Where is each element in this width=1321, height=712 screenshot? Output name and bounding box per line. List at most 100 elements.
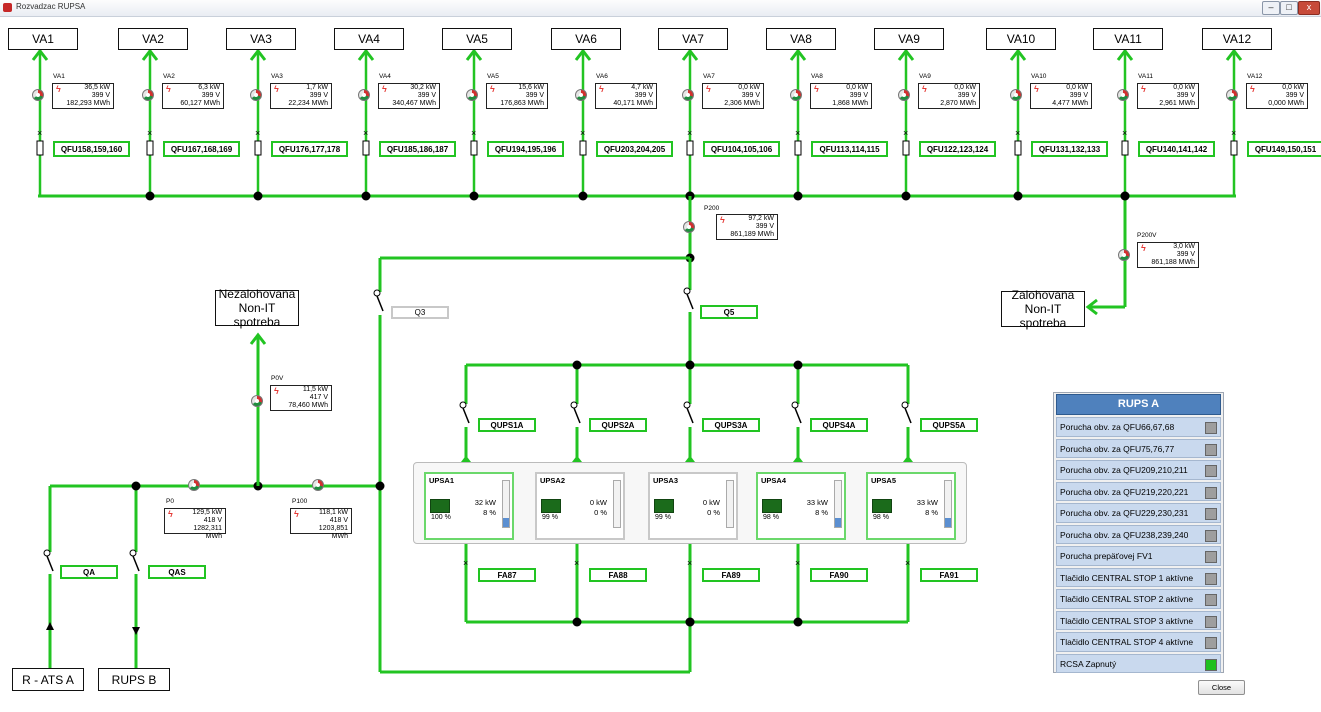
ups4-fa-label[interactable]: FA90 [810,568,868,582]
qa-breaker-icon[interactable] [43,549,54,572]
close-button[interactable]: Close [1198,680,1245,695]
ups2-breaker-icon[interactable] [570,401,581,424]
va3-qfu-label[interactable]: QFU176,177,178 [271,141,348,157]
va11-qfu-label[interactable]: QFU140,141,142 [1138,141,1215,157]
ups3-load-bar [726,480,734,528]
va7-qfu-label[interactable]: QFU104,105,106 [703,141,780,157]
q5-breaker-icon[interactable] [683,287,694,310]
va6-disconnector-x-icon: × [580,128,585,138]
va12-qfu-label[interactable]: QFU149,150,151 [1247,141,1321,157]
va4-gauge-icon[interactable] [358,89,370,101]
p200-meter-label: P200 [704,205,720,212]
ups4-power: 33 kW [806,498,828,507]
p200-gauge-icon[interactable] [683,221,695,233]
va10-qfu-label[interactable]: QFU131,132,133 [1031,141,1108,157]
q3-breaker-icon[interactable] [373,289,384,312]
rups-a-row-12: RCSA Zapnutý [1056,653,1221,673]
qas-breaker-icon[interactable] [129,549,140,572]
ups5-fa-label[interactable]: FA91 [920,568,978,582]
va5-gauge-icon[interactable] [466,89,478,101]
switch-label-q5[interactable]: Q5 [700,305,758,319]
switch-label-q3[interactable]: Q3 [391,306,449,319]
ups3-name: UPSA3 [653,476,679,485]
va7-power: 0,0 kW [738,84,760,91]
window-close-button[interactable]: x [1298,1,1320,15]
ups1-switch-label[interactable]: QUPS1A [478,418,536,432]
maximize-button[interactable]: □ [1280,1,1298,15]
minimize-button[interactable]: – [1262,1,1280,15]
va9-box: VA9 [874,28,944,50]
p100-power: 118,1 kW [318,509,348,516]
va4-voltage: 399 V [417,92,436,99]
va3-gauge-icon[interactable] [250,89,262,101]
va9-disconnector-x-icon: × [903,128,908,138]
va2-gauge-icon[interactable] [142,89,154,101]
va4-busbar-junction [361,191,371,201]
va4-qfu-label[interactable]: QFU185,186,187 [379,141,456,157]
va8-box: VA8 [766,28,836,50]
p100-gauge-icon[interactable] [312,479,324,491]
va5-arrow-up-icon [465,48,483,61]
ups3-switch-label[interactable]: QUPS3A [702,418,760,432]
app-icon [3,3,12,12]
ups1-breaker-icon[interactable] [459,401,470,424]
va7-gauge-icon[interactable] [682,89,694,101]
p200v-voltage: 399 V [1176,251,1195,258]
rups-a-title: RUPS A [1056,394,1221,415]
va12-fuse-icon [1230,140,1238,156]
va10-fuse-icon [1014,140,1022,156]
va9-gauge-icon[interactable] [898,89,910,101]
va10-gauge-icon[interactable] [1010,89,1022,101]
va5-qfu-label[interactable]: QFU194,195,196 [487,141,564,157]
rups-a-row-label: Porucha obv. za QFU209,210,211 [1060,465,1188,475]
ups5-switch-label[interactable]: QUPS5A [920,418,978,432]
switch-label-qas[interactable]: QAS [148,565,206,579]
p0v-gauge-icon[interactable] [251,395,263,407]
ups3-load: 0 % [707,508,720,517]
va9-qfu-label[interactable]: QFU122,123,124 [919,141,996,157]
p200v-gauge-icon[interactable] [1118,249,1130,261]
ups3-fa-label[interactable]: FA89 [702,568,760,582]
va12-gauge-icon[interactable] [1226,89,1238,101]
status-indicator-icon [1205,529,1217,542]
ups4-breaker-icon[interactable] [791,401,802,424]
ups2-fa-label[interactable]: FA88 [589,568,647,582]
va6-gauge-icon[interactable] [575,89,587,101]
ups2-switch-label[interactable]: QUPS2A [589,418,647,432]
va6-qfu-label[interactable]: QFU203,204,205 [596,141,673,157]
p0-gauge-icon[interactable] [188,479,200,491]
ups1-fa-label[interactable]: FA87 [478,568,536,582]
va11-gauge-icon[interactable] [1117,89,1129,101]
ups3-breaker-icon[interactable] [683,401,694,424]
switch-label-qa[interactable]: QA [60,565,118,579]
va1-arrow-up-icon [31,48,49,61]
va3-disconnector-x-icon: × [255,128,260,138]
ups4-battery-icon [762,499,782,513]
va2-qfu-label[interactable]: QFU167,168,169 [163,141,240,157]
va5-box: VA5 [442,28,512,50]
va3-busbar-junction [253,191,263,201]
va5-bolt-icon: ϟ [490,84,495,94]
ups4-switch-label[interactable]: QUPS4A [810,418,868,432]
va8-gauge-icon[interactable] [790,89,802,101]
ups2-in-junction [572,617,582,627]
va8-energy: 1,868 MWh [832,100,868,107]
r-ats-direction-icon [46,622,54,630]
va1-qfu-label[interactable]: QFU158,159,160 [53,141,130,157]
va8-qfu-label[interactable]: QFU113,114,115 [811,141,888,157]
va2-bolt-icon: ϟ [166,84,171,94]
va10-box: VA10 [986,28,1056,50]
ups5-breaker-icon[interactable] [901,401,912,424]
va1-gauge-icon[interactable] [32,89,44,101]
rups-b-direction-icon [132,627,140,635]
p100-voltage: 418 V [329,517,348,524]
